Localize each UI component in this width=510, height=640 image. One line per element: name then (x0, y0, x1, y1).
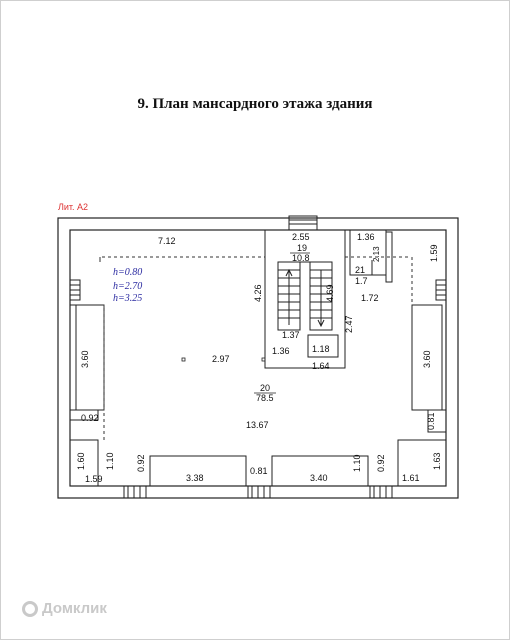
room-20-area: 78.5 (256, 393, 274, 403)
page-title: 9. План мансардного этажа здания (137, 96, 373, 112)
left-wall-parts (69, 279, 105, 421)
dim-room21-side: 2.13 (372, 246, 381, 262)
room-19-number: 19 (297, 243, 307, 253)
dim-room21-bottom: 1.72 (361, 293, 379, 303)
height-label-1: h=0.80 (113, 267, 142, 278)
dim-bottom-092: 0.92 (376, 454, 386, 472)
room-20-number: 20 (260, 383, 270, 393)
dim-bottom-110: 1.10 (352, 454, 362, 472)
dim-right-top: 1.59 (429, 244, 439, 262)
dim-stair-bottom-in: 1.37 (282, 330, 300, 340)
stair-block (264, 229, 346, 369)
dim-top-left: 7.12 (158, 236, 176, 246)
dim-right-081: 0.81 (426, 412, 436, 430)
right-wall-parts (411, 279, 447, 433)
room-21-number: 21 (355, 265, 365, 275)
dim-main-length: 13.67 (246, 420, 269, 430)
dim-corridor: 2.47 (344, 315, 354, 333)
dim-stair-inner: 4.69 (325, 284, 335, 302)
dim-stair-side: 4.26 (253, 284, 263, 302)
watermark-text: Домклик (42, 600, 107, 617)
dim-right-corner-h: 1.63 (432, 452, 442, 470)
dim-bottom-081: 0.81 (250, 466, 268, 476)
dim-right-wall: 3.60 (422, 350, 432, 368)
dim-bottom-338: 3.38 (186, 473, 204, 483)
lit-label: Лит. А2 (58, 202, 89, 212)
height-label-2: h=2.70 (113, 281, 142, 292)
watermark: Домклик (22, 600, 107, 617)
room-19-area: 10.8 (292, 253, 310, 263)
dim-bottom-340: 3.40 (310, 473, 328, 483)
dim-stair-b2: 1.18 (312, 344, 330, 354)
dim-left-corner-w: 1.59 (85, 474, 103, 484)
dim-room21-top: 1.36 (357, 232, 375, 242)
dim-left-wall: 3.60 (80, 350, 90, 368)
dim-right-corner-w: 1.61 (402, 473, 420, 483)
watermark-logo-icon (22, 600, 38, 617)
bottom-wall-parts (69, 439, 447, 499)
dim-left-corner-h: 1.60 (76, 452, 86, 470)
dim-stair-top: 2.55 (292, 232, 310, 242)
dim-left-092: 0.92 (81, 413, 99, 423)
dim-main-width: 2.97 (212, 354, 230, 364)
dim-stair-b3: 1.64 (312, 361, 330, 371)
dim-left-092b: 0.92 (136, 454, 146, 472)
room-21-area: 1.7 (355, 276, 368, 286)
height-label-3: h=3.25 (113, 293, 142, 304)
dim-left-110: 1.10 (105, 452, 115, 470)
dim-stair-bottom-out: 1.36 (272, 346, 290, 356)
